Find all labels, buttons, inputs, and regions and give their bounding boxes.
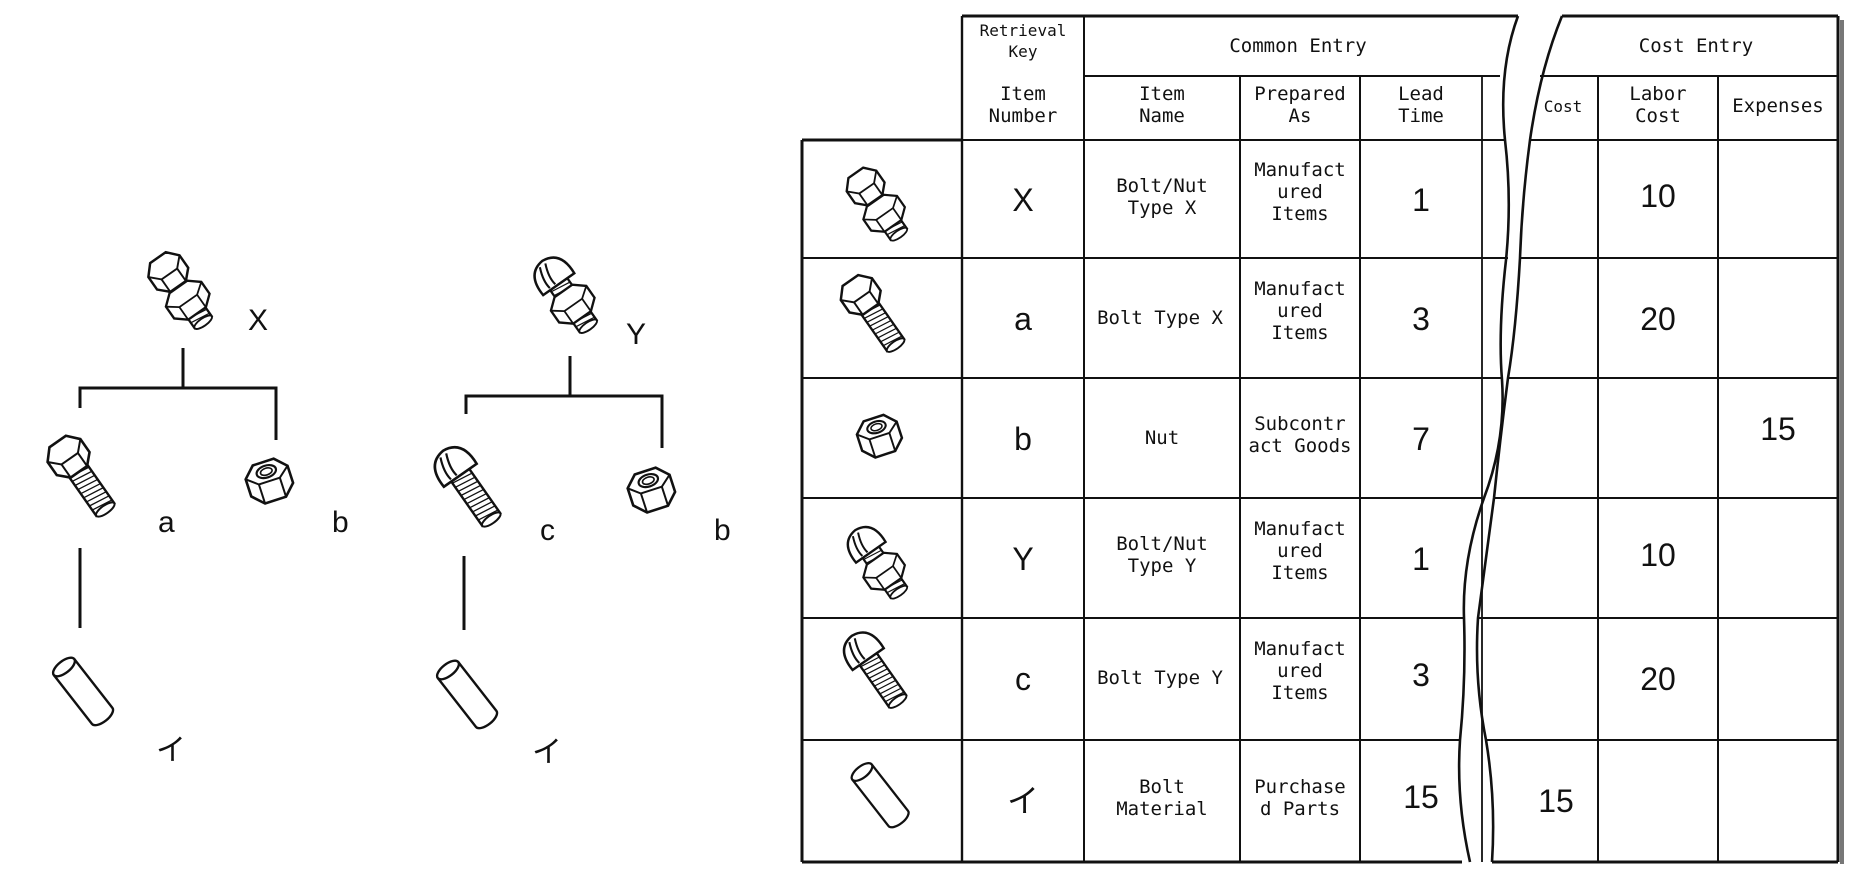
- tree-y-grandchild-label: イ: [532, 736, 562, 769]
- cell-lead-time: 1: [1412, 182, 1430, 218]
- cell-prepared-as: Manufact: [1254, 518, 1346, 540]
- bolt-nut-assembly-round-icon: [838, 518, 917, 607]
- hex-nut-icon: [622, 462, 680, 518]
- cell-item-name: Bolt: [1139, 776, 1185, 798]
- round-head-bolt-icon: [834, 623, 917, 717]
- cell-item-number: イ: [1007, 783, 1039, 819]
- cell-lead-time: 3: [1412, 657, 1430, 693]
- table-row: X Bolt/Nut Type X Manufact ured Items 1 …: [1012, 159, 1675, 225]
- row-icons: [833, 161, 918, 832]
- tree-x-root-label: X: [248, 304, 268, 337]
- tree-y-child-c-label: c: [540, 514, 555, 547]
- cell-item-name: Type X: [1128, 197, 1197, 219]
- bom-tree-y: Y c b イ: [425, 248, 731, 769]
- col-prepared-as-line1: Prepared: [1254, 83, 1346, 105]
- bolt-nut-assembly-round-icon: [525, 248, 608, 341]
- tree-y-root-label: Y: [626, 318, 646, 351]
- round-head-bolt-icon: [425, 437, 512, 536]
- rod-material-icon: [847, 758, 913, 832]
- tree-y-child-b-label: b: [714, 514, 731, 547]
- cell-prepared-as: Subcontr: [1254, 413, 1346, 435]
- col-cost: Cost: [1544, 97, 1583, 116]
- cell-item-number: X: [1012, 182, 1033, 218]
- tree-x-connectors: [78, 348, 278, 628]
- cell-prepared-as: Items: [1271, 322, 1328, 344]
- table-row: a Bolt Type X Manufact ured Items 3 20: [1014, 278, 1676, 344]
- hex-bolt-icon: [833, 268, 915, 361]
- col-lead-time-line1: Lead: [1398, 83, 1444, 105]
- cell-item-number: c: [1015, 661, 1031, 697]
- col-expenses: Expenses: [1732, 95, 1824, 117]
- cell-item-number: a: [1014, 301, 1032, 337]
- col-labor-cost-line1: Labor: [1629, 83, 1686, 105]
- cell-labor-cost: 10: [1640, 537, 1676, 573]
- tree-x-grandchild-label: イ: [156, 734, 186, 767]
- cell-prepared-as: Items: [1271, 682, 1328, 704]
- table-body: X Bolt/Nut Type X Manufact ured Items 1 …: [1007, 159, 1796, 820]
- cell-prepared-as: d Parts: [1260, 798, 1340, 820]
- cell-prepared-as: Items: [1271, 562, 1328, 584]
- cell-prepared-as: Items: [1271, 203, 1328, 225]
- col-item-number-line2: Number: [989, 105, 1058, 127]
- cell-item-name: Nut: [1145, 427, 1179, 449]
- item-master-table: [800, 14, 1844, 864]
- cell-prepared-as: ured: [1277, 300, 1323, 322]
- col-prepared-as-line2: As: [1289, 105, 1312, 127]
- cell-lead-time: 7: [1412, 421, 1430, 457]
- header-retrieval-key-line1: Retrieval: [980, 21, 1067, 40]
- header-retrieval-key-line2: Key: [1009, 42, 1038, 61]
- tree-x-child-a-label: a: [158, 506, 175, 539]
- cell-item-name: Bolt/Nut: [1116, 533, 1208, 555]
- col-labor-cost-line2: Cost: [1635, 105, 1681, 127]
- cell-lead-time: 3: [1412, 301, 1430, 337]
- tree-x-child-b-label: b: [332, 506, 349, 539]
- hex-nut-icon: [852, 410, 907, 462]
- cell-cost: 15: [1538, 783, 1574, 819]
- cell-item-name: Bolt Type Y: [1097, 667, 1223, 689]
- cell-prepared-as: ured: [1277, 181, 1323, 203]
- col-lead-time-line2: Time: [1398, 105, 1444, 127]
- cell-lead-time: 15: [1403, 779, 1439, 815]
- cell-prepared-as: Manufact: [1254, 159, 1346, 181]
- bolt-nut-assembly-hex-icon: [839, 161, 918, 249]
- cell-prepared-as: Manufact: [1254, 638, 1346, 660]
- table-header: Retrieval Key Common Entry Cost Entry It…: [980, 21, 1824, 127]
- rod-material-icon: [432, 656, 502, 733]
- cell-labor-cost: 20: [1640, 661, 1676, 697]
- hex-nut-icon: [240, 453, 298, 509]
- cell-item-name: Bolt Type X: [1097, 307, 1223, 329]
- cell-prepared-as: act Goods: [1249, 435, 1352, 457]
- cell-item-name: Type Y: [1128, 555, 1197, 577]
- cell-expenses: 15: [1760, 411, 1796, 447]
- cell-prepared-as: Purchase: [1254, 776, 1346, 798]
- cell-prepared-as: ured: [1277, 660, 1323, 682]
- header-cost-entry: Cost Entry: [1639, 35, 1753, 57]
- cell-prepared-as: ured: [1277, 540, 1323, 562]
- bom-tree-x: X a b イ: [39, 245, 349, 767]
- cell-prepared-as: Manufact: [1254, 278, 1346, 300]
- col-item-number-line1: Item: [1000, 83, 1046, 105]
- table-row: c Bolt Type Y Manufact ured Items 3 20: [1015, 638, 1676, 704]
- rod-material-icon: [48, 653, 118, 730]
- cell-item-name: Bolt/Nut: [1116, 175, 1208, 197]
- cell-item-number: Y: [1012, 541, 1033, 577]
- table-row: b Nut Subcontr act Goods 7 15: [1014, 411, 1796, 457]
- cell-lead-time: 1: [1412, 541, 1430, 577]
- bolt-nut-assembly-hex-icon: [140, 245, 223, 337]
- hex-bolt-icon: [39, 428, 126, 526]
- table-row: イ Bolt Material Purchase d Parts 15 15: [1007, 776, 1574, 820]
- col-item-name-line2: Name: [1139, 105, 1185, 127]
- cell-labor-cost: 20: [1640, 301, 1676, 337]
- cell-labor-cost: 10: [1640, 178, 1676, 214]
- cell-item-number: b: [1014, 421, 1032, 457]
- col-item-name-line1: Item: [1139, 83, 1185, 105]
- table-row: Y Bolt/Nut Type Y Manufact ured Items 1 …: [1012, 518, 1675, 584]
- header-common-entry: Common Entry: [1229, 35, 1366, 57]
- tree-y-connectors: [462, 356, 664, 630]
- cell-item-name: Material: [1116, 798, 1208, 820]
